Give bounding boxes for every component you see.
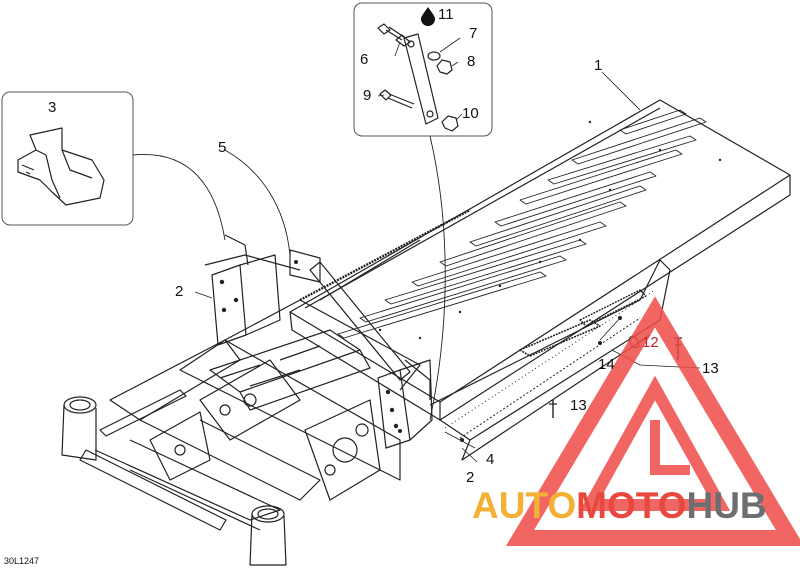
watermark-triangle — [505, 296, 800, 546]
callout-13-upper: 13 — [702, 360, 719, 377]
side-rail — [299, 208, 671, 461]
left-upright-bracket — [204, 234, 321, 346]
watermark-logo: AUTOMOTOHUB — [472, 487, 767, 524]
leader-curve-hw — [429, 135, 446, 421]
leader-curve-3 — [132, 154, 226, 241]
callout-12: 12 — [642, 334, 659, 351]
hardware-drawing — [377, 23, 459, 132]
bracket-3-drawing — [17, 127, 105, 206]
clip-13-lower — [549, 400, 557, 418]
callout-6: 6 — [360, 51, 369, 68]
left-tube-cap — [63, 396, 97, 414]
right-upright-bracket — [377, 359, 433, 449]
callout-13-lower: 13 — [570, 397, 587, 414]
callout-9: 9 — [363, 87, 372, 104]
leader-curve-5 — [224, 149, 291, 256]
callout-8: 8 — [467, 53, 476, 70]
callout-10: 10 — [462, 105, 479, 122]
bracket-inset-box — [1, 91, 134, 226]
callout-14: 14 — [598, 356, 615, 373]
lubricant-drop-icon — [421, 7, 435, 26]
callout-7: 7 — [469, 25, 478, 42]
chassis-frame — [61, 299, 421, 566]
callout-3: 3 — [48, 99, 57, 116]
callout-11: 11 — [438, 6, 454, 23]
callout-5: 5 — [218, 139, 227, 156]
callout-4: 4 — [486, 451, 495, 468]
hardware-inset-box — [353, 2, 493, 137]
diagram-code: 30L1247 — [4, 556, 40, 566]
callout-2-bottom: 2 — [466, 469, 475, 486]
watermark-moto: MOTO — [576, 485, 687, 526]
watermark-auto: AUTO — [472, 485, 577, 526]
diagonal-brace — [309, 239, 421, 381]
callout-1: 1 — [594, 57, 603, 74]
watermark-hub: HUB — [686, 485, 767, 526]
callout-2-left: 2 — [175, 283, 184, 300]
